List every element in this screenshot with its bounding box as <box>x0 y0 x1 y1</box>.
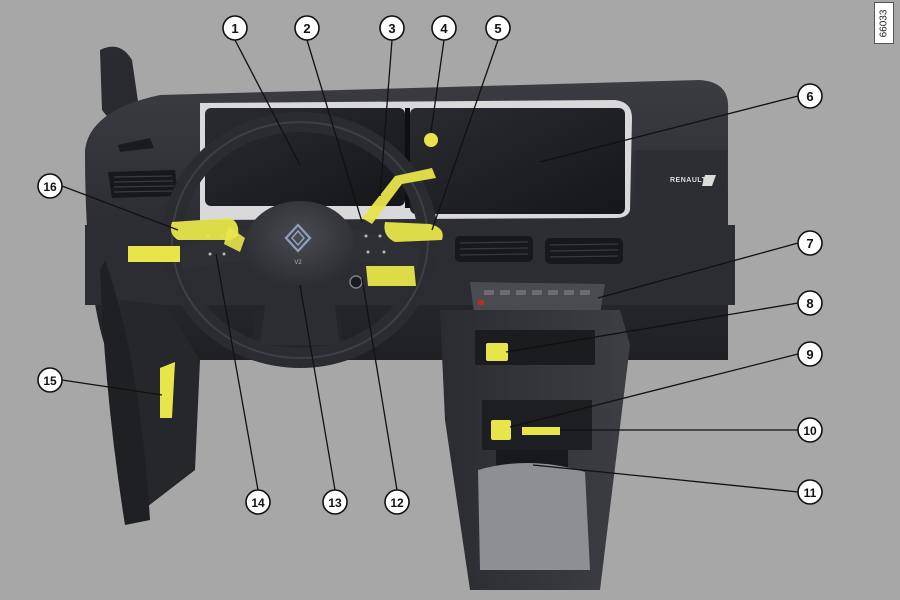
reference-code: 66033 <box>878 9 890 37</box>
console-lower-switch <box>491 420 511 440</box>
right-stalk <box>384 222 443 242</box>
callout-7: 7 <box>806 236 813 251</box>
console-upper-switch <box>486 343 508 361</box>
highlighted-controls <box>128 133 560 440</box>
callout-8: 8 <box>806 296 813 311</box>
steering-wheel-icon <box>162 112 438 368</box>
callout-labels: 1 2 3 4 5 6 7 8 9 10 11 12 13 14 15 16 <box>43 21 817 510</box>
brand-label: RENAULT <box>670 177 707 184</box>
reference-code-tag: 66033 <box>874 2 894 44</box>
callout-5: 5 <box>494 21 501 36</box>
light-switch-icon <box>424 133 438 147</box>
left-panel-control <box>160 362 175 418</box>
callout-circles <box>37 15 823 515</box>
callout-13: 13 <box>328 496 342 510</box>
climate-control-panel <box>470 282 605 314</box>
left-air-vent <box>108 170 178 198</box>
callout-2: 2 <box>303 21 310 36</box>
leader-lines <box>61 39 799 493</box>
svg-text:V2: V2 <box>294 260 302 266</box>
speaker-grille <box>118 138 154 152</box>
callout-16: 16 <box>43 180 57 194</box>
callout-14: 14 <box>251 496 265 510</box>
callout-6: 6 <box>806 89 813 104</box>
callout-4: 4 <box>440 21 448 36</box>
multimedia-screen-edge <box>405 108 410 208</box>
console-usb-strip <box>522 427 560 435</box>
callout-9: 9 <box>806 347 813 362</box>
left-stalk <box>170 218 239 240</box>
multimedia-screen <box>410 108 625 214</box>
callout-10: 10 <box>803 424 817 438</box>
engine-start-icon <box>349 275 363 289</box>
callout-3: 3 <box>388 21 395 36</box>
armrest <box>478 462 590 570</box>
wiper-stalk <box>362 168 436 224</box>
renault-logo-icon <box>284 223 312 253</box>
left-dash-switch <box>128 246 180 262</box>
left-stalk-tip <box>224 226 245 252</box>
gear-selector <box>366 266 416 286</box>
brand-r5-badge <box>702 175 716 186</box>
passenger-dash-panel <box>635 150 727 225</box>
hazard-button <box>478 300 484 305</box>
callout-1: 1 <box>231 21 238 36</box>
callout-12: 12 <box>390 496 404 510</box>
door-trim <box>100 260 150 525</box>
callout-11: 11 <box>804 486 817 500</box>
callout-15: 15 <box>43 374 57 388</box>
